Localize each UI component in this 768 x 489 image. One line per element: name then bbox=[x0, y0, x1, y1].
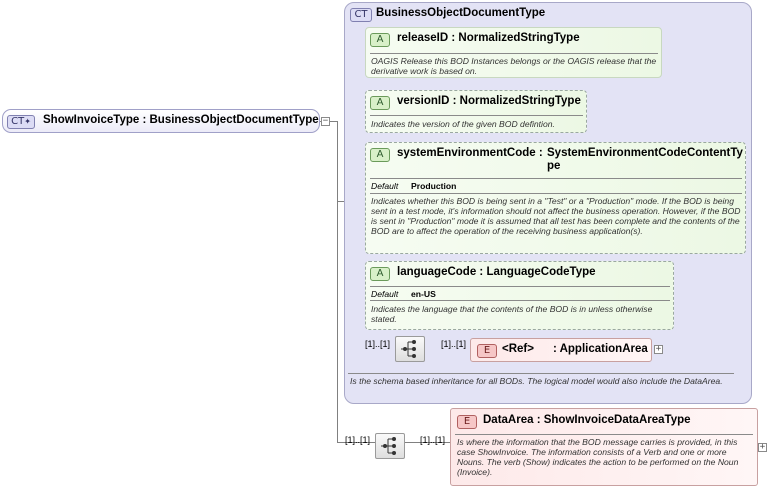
attribute-name: systemEnvironmentCode : bbox=[397, 147, 543, 159]
sequence-mini-icon: ✦ bbox=[24, 117, 31, 126]
default-value: Production bbox=[411, 181, 457, 191]
attribute-version-id[interactable]: A versionID : NormalizedStringType Indic… bbox=[365, 90, 587, 133]
complex-type-badge-label: CT bbox=[11, 116, 25, 127]
default-value: en-US bbox=[411, 289, 436, 299]
attribute-type-text: NormalizedStringType bbox=[458, 32, 580, 44]
element-name-text: DataArea bbox=[483, 414, 534, 426]
element-name: : ApplicationArea bbox=[553, 343, 648, 355]
attribute-description: Indicates the version of the given BOD d… bbox=[371, 119, 555, 129]
element-name: DataArea : ShowInvoiceDataAreaType bbox=[483, 414, 691, 426]
connector-spine-to-ct bbox=[337, 201, 345, 202]
connector-spine bbox=[337, 121, 338, 442]
attribute-description: Indicates the language that the contents… bbox=[371, 304, 653, 324]
sequence-icon bbox=[381, 437, 396, 455]
attribute-name-text: languageCode bbox=[397, 266, 477, 278]
attribute-type-text: SystemEnvironmentCodeContentTy bbox=[547, 147, 743, 159]
element-application-area[interactable]: E <Ref> : ApplicationArea bbox=[470, 338, 652, 362]
element-type-text: ShowInvoiceDataAreaType bbox=[543, 414, 691, 426]
attribute-type-text: LanguageCodeType bbox=[486, 266, 596, 278]
attribute-badge: A bbox=[370, 148, 390, 162]
complex-type-description: Is the schema based inheritance for all … bbox=[350, 376, 723, 386]
attribute-separator bbox=[370, 53, 658, 54]
attribute-release-id[interactable]: A releaseID : NormalizedStringType OAGIS… bbox=[365, 27, 662, 78]
collapse-toggle-root[interactable]: − bbox=[321, 116, 330, 126]
attribute-badge: A bbox=[370, 96, 390, 110]
attribute-system-environment-code[interactable]: A systemEnvironmentCode : SystemEnvironm… bbox=[365, 142, 746, 254]
attribute-name-text: systemEnvironmentCode bbox=[397, 147, 536, 159]
root-type-title: ShowInvoiceType : BusinessObjectDocument… bbox=[43, 114, 319, 126]
attribute-name: versionID : NormalizedStringType bbox=[397, 95, 581, 107]
sequence-compositor[interactable] bbox=[375, 433, 405, 459]
root-complex-type-node[interactable]: CT✦ ShowInvoiceType : BusinessObjectDocu… bbox=[2, 109, 320, 133]
complex-type-badge: CT bbox=[350, 8, 372, 22]
attribute-separator bbox=[370, 300, 670, 301]
element-separator bbox=[455, 434, 753, 435]
connector-spine-to-outer-seq bbox=[337, 442, 375, 443]
complex-type-separator bbox=[348, 373, 734, 374]
attribute-name: languageCode : LanguageCodeType bbox=[397, 266, 596, 278]
element-badge: E bbox=[457, 415, 477, 429]
element-badge: E bbox=[477, 344, 497, 358]
element-ref-label: <Ref> bbox=[502, 343, 534, 355]
attribute-name: releaseID : NormalizedStringType bbox=[397, 32, 580, 44]
attribute-separator bbox=[370, 286, 670, 287]
expand-toggle-application-area[interactable]: + bbox=[654, 344, 663, 354]
attribute-type-text-wrap: pe bbox=[547, 160, 561, 172]
complex-type-title: BusinessObjectDocumentType bbox=[376, 7, 546, 19]
attribute-language-code[interactable]: A languageCode : LanguageCodeType Defaul… bbox=[365, 261, 674, 330]
multiplicity-label: [1]..[1] bbox=[420, 435, 446, 445]
multiplicity-label: [1]..[1] bbox=[345, 435, 371, 445]
attribute-separator bbox=[370, 115, 583, 116]
attribute-type-text: NormalizedStringType bbox=[459, 95, 581, 107]
attribute-badge: A bbox=[370, 267, 390, 281]
attribute-separator bbox=[370, 178, 742, 179]
attribute-name-text: releaseID bbox=[397, 32, 449, 44]
multiplicity-label: [1]..[1] bbox=[365, 339, 391, 349]
expand-toggle-data-area[interactable]: + bbox=[758, 442, 767, 452]
attribute-name-text: versionID bbox=[397, 95, 450, 107]
attribute-description: OAGIS Release this BOD Instances belongs… bbox=[371, 56, 657, 76]
attribute-separator bbox=[370, 193, 742, 194]
complex-type-badge: CT✦ bbox=[7, 115, 35, 129]
default-label: Default bbox=[371, 181, 399, 191]
element-data-area[interactable]: E DataArea : ShowInvoiceDataAreaType Is … bbox=[450, 408, 758, 486]
element-description: Is where the information that the BOD me… bbox=[457, 437, 739, 477]
attribute-badge: A bbox=[370, 33, 390, 47]
connector-outer-seq-to-dataarea bbox=[405, 442, 450, 443]
attribute-description: Indicates whether this BOD is being sent… bbox=[371, 196, 741, 236]
sequence-icon bbox=[401, 340, 416, 358]
sequence-compositor[interactable] bbox=[395, 336, 425, 362]
default-label: Default bbox=[371, 289, 399, 299]
multiplicity-label: [1]..[1] bbox=[441, 339, 467, 349]
